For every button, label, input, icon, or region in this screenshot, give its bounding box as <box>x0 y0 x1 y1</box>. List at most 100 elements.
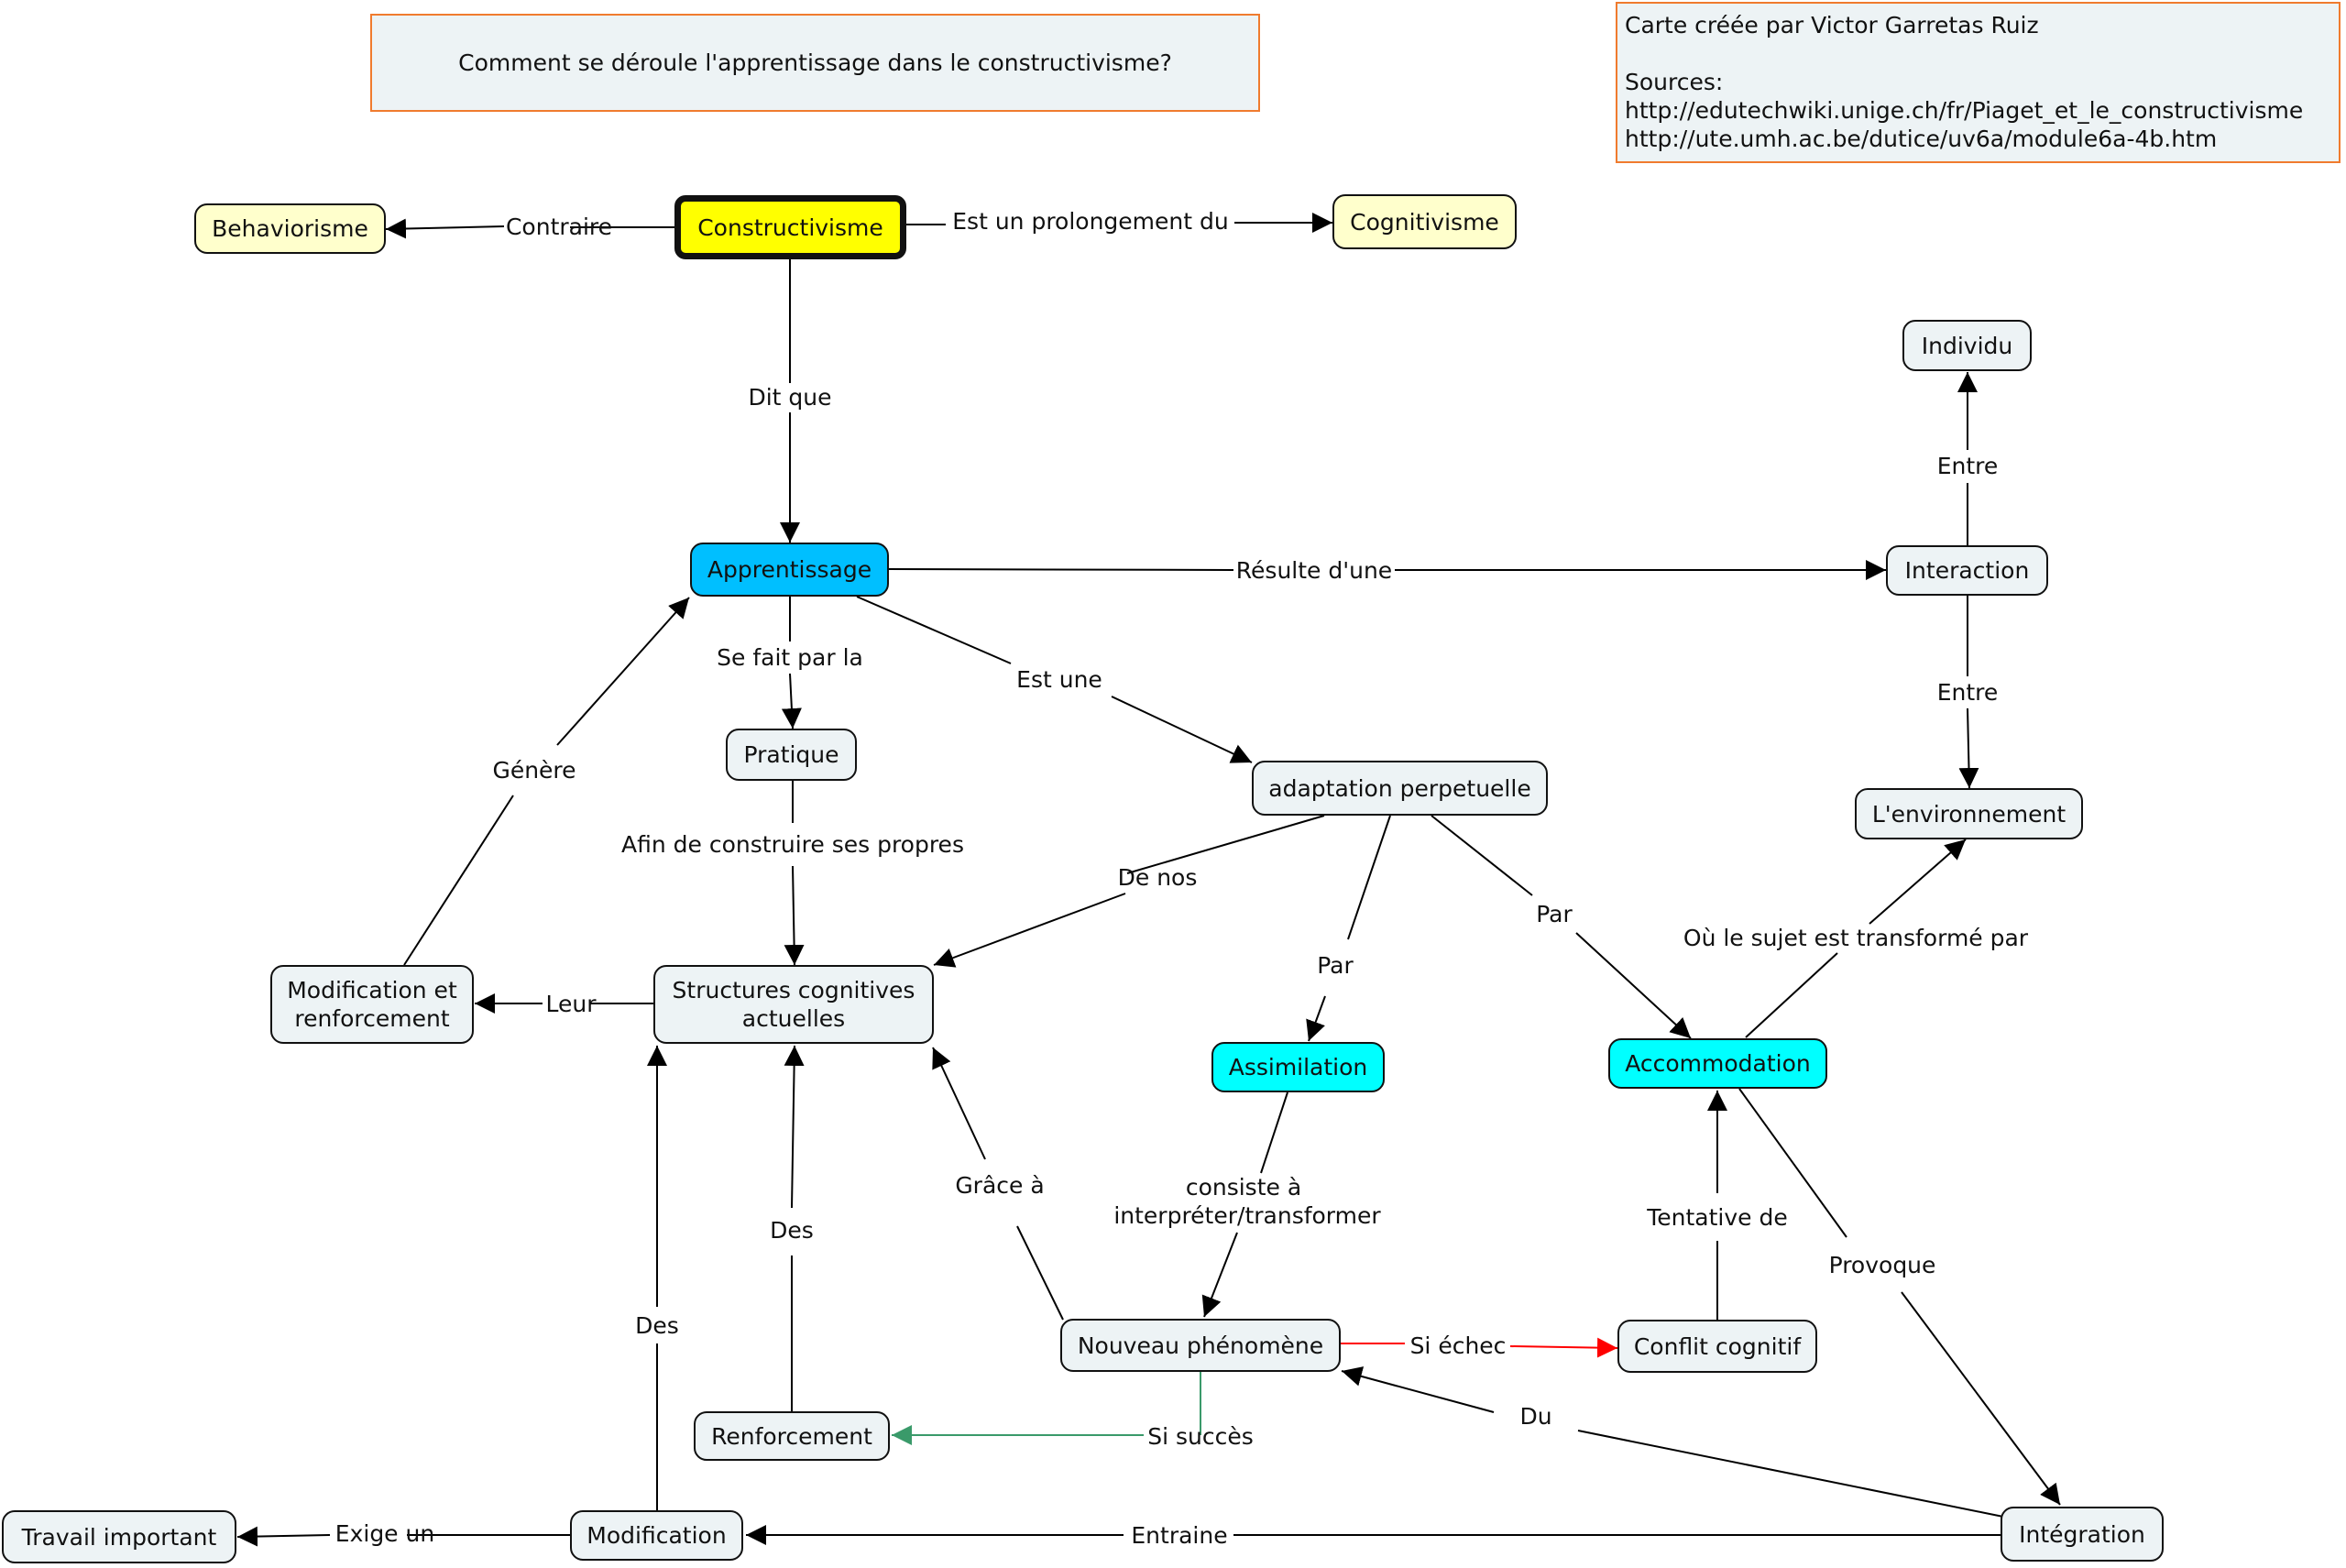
concept-individu[interactable]: Individu <box>1902 320 2032 371</box>
concept-structures-cognitives[interactable]: Structures cognitives actuelles <box>653 965 934 1044</box>
edge-des-renf-b <box>784 1045 805 1209</box>
link-label-ou-sujet: Où le sujet est transformé par <box>1683 925 2029 951</box>
link-label-des-renf: Des <box>770 1217 814 1244</box>
edge-provoque-b <box>1901 1291 2061 1506</box>
edge-ou-sujet-a <box>1745 952 1838 1038</box>
link-label-afin: Afin de construire ses propres <box>621 831 964 858</box>
concept-pratique[interactable]: Pratique <box>726 729 857 781</box>
concept-assimilation-label: Assimilation <box>1228 1054 1368 1080</box>
concept-interaction[interactable]: Interaction <box>1886 545 2048 596</box>
concept-structures-label-2: actuelles <box>741 1005 846 1032</box>
edge-afin-b <box>784 865 805 966</box>
concept-assimilation[interactable]: Assimilation <box>1211 1042 1385 1092</box>
concept-modification-label: Modification <box>586 1522 727 1549</box>
concept-travail-label: Travail important <box>21 1523 217 1551</box>
concept-accommodation-label: Accommodation <box>1625 1050 1811 1077</box>
concept-renforcement[interactable]: Renforcement <box>694 1411 890 1461</box>
link-label-resulte: Résulte d'une <box>1236 557 1392 584</box>
concept-modif-renf-label-2: renforcement <box>294 1005 450 1032</box>
link-label-par-assim: Par <box>1317 952 1354 979</box>
concept-integration[interactable]: Intégration <box>2001 1507 2164 1562</box>
edge-de-nos-a <box>1126 815 1325 874</box>
focus-question-box: Comment se déroule l'apprentissage dans … <box>370 14 1260 112</box>
focus-question-text: Comment se déroule l'apprentissage dans … <box>458 49 1172 76</box>
concept-renforcement-label: Renforcement <box>711 1422 872 1450</box>
edge-est-une-a <box>856 596 1012 664</box>
edge-exige-b <box>236 1526 331 1547</box>
link-label-du: Du <box>1519 1403 1551 1430</box>
edge-par-assim-a <box>1347 815 1391 940</box>
edge-par-assim-b <box>1306 995 1326 1042</box>
concept-individu-label: Individu <box>1921 332 2013 359</box>
concept-behaviorisme-label: Behaviorisme <box>212 215 368 242</box>
credits-source-1: http://edutechwiki.unige.ch/fr/Piaget_et… <box>1625 97 2304 124</box>
edge-se-fait-b <box>781 673 802 729</box>
concept-environnement-label: L'environnement <box>1871 800 2066 828</box>
link-label-si-succes: Si succès <box>1147 1423 1254 1450</box>
concept-adaptation-perpetuelle[interactable]: adaptation perpetuelle <box>1252 761 1548 816</box>
concept-environnement[interactable]: L'environnement <box>1855 788 2083 839</box>
edge-entre-bas-b <box>1958 707 1979 789</box>
credits-box: Carte créée par Victor Garretas Ruiz Sou… <box>1616 2 2341 163</box>
edge-ou-sujet-b <box>1869 839 1967 925</box>
concept-nouveau-phenomene[interactable]: Nouveau phénomène <box>1060 1319 1341 1372</box>
concept-structures-label-1: Structures cognitives <box>672 977 915 1003</box>
link-label-dit-que: Dit que <box>748 384 831 411</box>
concept-cognitivisme[interactable]: Cognitivisme <box>1332 194 1517 249</box>
edge-du-a <box>1577 1430 2004 1518</box>
concept-modif-renf-label-1: Modification et <box>287 977 457 1003</box>
edge-genere-b <box>556 597 690 746</box>
link-label-est-une: Est une <box>1016 666 1102 693</box>
edge-par-accom-b <box>1575 932 1692 1039</box>
link-label-provoque: Provoque <box>1829 1252 1936 1278</box>
concept-travail-important[interactable]: Travail important <box>2 1510 236 1563</box>
link-label-par-accom: Par <box>1536 901 1573 927</box>
credits-source-2: http://ute.umh.ac.be/dutice/uv6a/module6… <box>1625 126 2218 152</box>
link-label-prolongement: Est un prolongement du <box>952 208 1228 235</box>
concept-apprentissage-label: Apprentissage <box>707 556 872 583</box>
link-label-consiste-2: interpréter/transformer <box>1113 1202 1381 1229</box>
concept-integration-label: Intégration <box>2019 1520 2145 1548</box>
link-label-consiste-1: consiste à <box>1186 1174 1301 1201</box>
link-label-genere: Génère <box>492 757 576 784</box>
concept-modification[interactable]: Modification <box>570 1510 743 1561</box>
link-label-leur: Leur <box>546 991 597 1017</box>
link-label-exige: Exige un <box>335 1520 434 1547</box>
concept-accommodation[interactable]: Accommodation <box>1608 1038 1827 1089</box>
link-label-entre-bas: Entre <box>1937 679 1999 706</box>
link-label-de-nos: De nos <box>1118 864 1198 891</box>
concept-nouveau-label: Nouveau phénomène <box>1077 1332 1324 1359</box>
edge-resulte-a <box>888 568 1234 571</box>
concept-adaptation-label: adaptation perpetuelle <box>1268 774 1531 802</box>
concept-constructivisme[interactable]: Constructivisme <box>674 195 906 259</box>
edge-est-une-b <box>1111 696 1253 763</box>
link-label-grace: Grâce à <box>955 1172 1044 1199</box>
concept-conflit-cognitif[interactable]: Conflit cognitif <box>1617 1320 1817 1373</box>
edge-grace-a <box>1016 1225 1064 1321</box>
edge-grace-b <box>932 1047 986 1160</box>
concept-pratique-label: Pratique <box>743 741 839 768</box>
concept-modification-renforcement[interactable]: Modification et renforcement <box>270 965 474 1044</box>
edge-contraire-b <box>385 218 505 239</box>
credits-sources-label: Sources: <box>1625 69 1724 95</box>
edge-consiste-b <box>1201 1232 1238 1318</box>
link-label-entraine: Entraine <box>1131 1522 1227 1549</box>
edge-genere-a <box>403 795 514 966</box>
credits-author: Carte créée par Victor Garretas Ruiz <box>1625 12 2039 38</box>
concept-apprentissage[interactable]: Apprentissage <box>690 543 889 597</box>
concept-constructivisme-label: Constructivisme <box>697 214 883 241</box>
concept-behaviorisme[interactable]: Behaviorisme <box>194 203 386 254</box>
link-label-si-echec: Si échec <box>1410 1332 1507 1359</box>
link-label-se-fait: Se fait par la <box>717 644 863 671</box>
concept-interaction-label: Interaction <box>1904 557 2030 584</box>
edge-du-b <box>1341 1366 1495 1413</box>
link-label-contraire: Contraire <box>506 214 612 240</box>
edge-par-accom-a <box>1431 815 1533 896</box>
edge-si-echec-b <box>1509 1337 1618 1358</box>
concept-conflit-label: Conflit cognitif <box>1633 1332 1802 1360</box>
link-label-entre-haut: Entre <box>1937 453 1999 479</box>
link-label-des-modif: Des <box>635 1312 679 1339</box>
edge-consiste-a <box>1260 1091 1288 1174</box>
